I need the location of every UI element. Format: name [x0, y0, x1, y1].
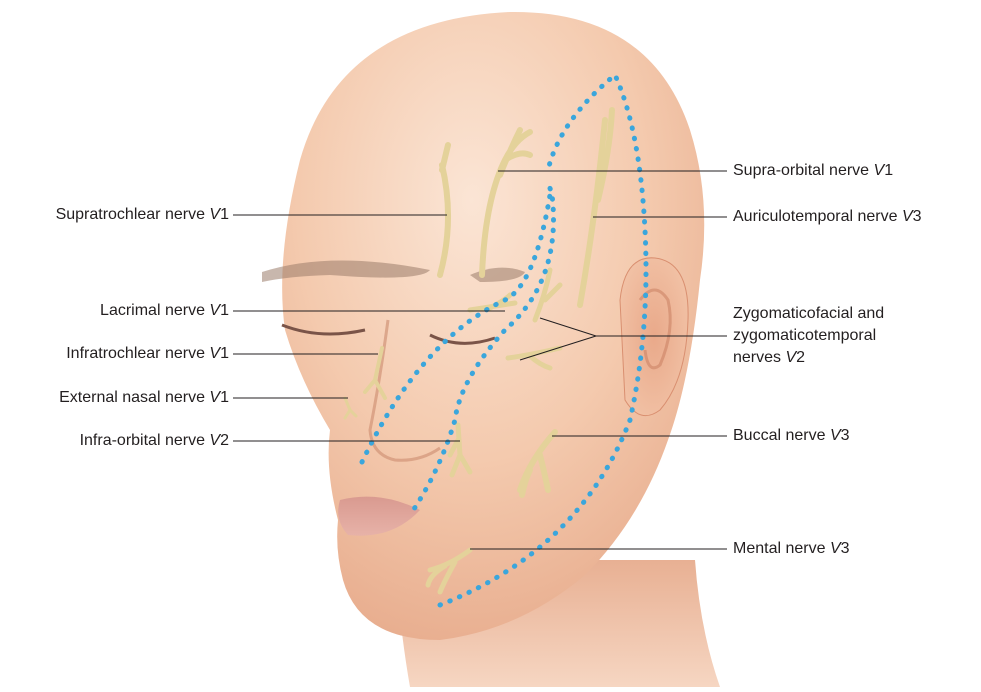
label-lacrimal-nerve: Lacrimal nerve V1: [0, 301, 229, 321]
label-infraorbital-nerve: Infra-orbital nerve V2: [0, 431, 229, 451]
label-mental-nerve: Mental nerve V3: [733, 539, 850, 559]
label-zygomatic-line2: zygomaticotemporal: [733, 326, 876, 346]
label-zygomatic-nerves: nerves V2: [733, 348, 805, 368]
label-zygomatic-line1: Zygomaticofacial and: [733, 304, 884, 324]
label-infratrochlear-nerve: Infratrochlear nerve V1: [0, 344, 229, 364]
label-auriculotemporal-nerve: Auriculotemporal nerve V3: [733, 207, 922, 227]
label-supratrochlear-nerve: Supratrochlear nerve V1: [0, 205, 229, 225]
label-supraorbital-nerve: Supra-orbital nerve V1: [733, 161, 893, 181]
label-external-nasal-nerve: External nasal nerve V1: [0, 388, 229, 408]
label-buccal-nerve: Buccal nerve V3: [733, 426, 850, 446]
